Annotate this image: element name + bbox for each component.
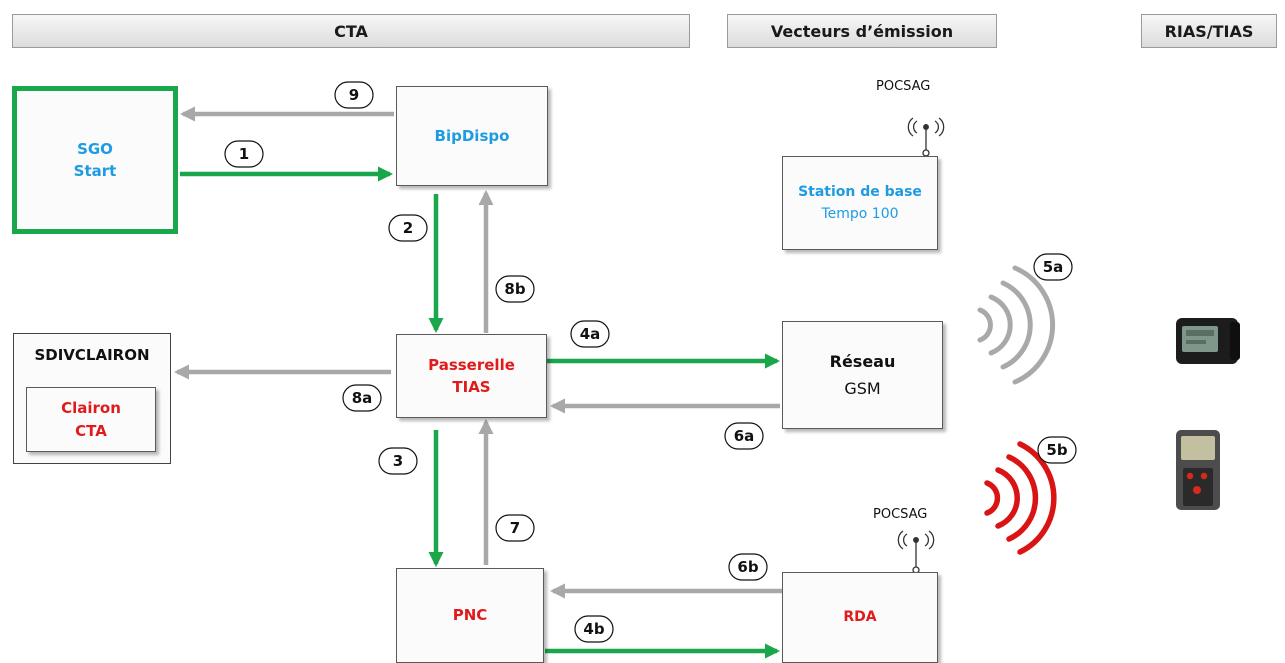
reseau-label: Réseau xyxy=(829,351,896,371)
step-5b-badge: 5b xyxy=(1038,437,1076,463)
header-vecteurs: Vecteurs d’émission xyxy=(727,14,997,48)
radio-waves-grey xyxy=(977,265,1056,385)
step-4a-label: 4a xyxy=(579,325,601,343)
station-de-base-box: Station de base Tempo 100 xyxy=(782,156,938,250)
step-7-label: 7 xyxy=(509,519,521,537)
antenna-icon-bottom xyxy=(897,530,935,574)
step-9-badge: 9 xyxy=(335,82,373,108)
step-3-badge: 3 xyxy=(379,448,417,474)
antenna-icon-top xyxy=(907,117,945,157)
step-2-label: 2 xyxy=(402,219,414,237)
header-cta: CTA xyxy=(12,14,690,48)
rda-label: RDA xyxy=(843,609,877,625)
bipdispo-box: BipDispo xyxy=(396,86,548,186)
station-label: Station de base xyxy=(798,183,922,200)
bipdispo-label: BipDispo xyxy=(434,126,510,145)
step-5a-badge: 5a xyxy=(1034,254,1072,280)
pocsag-label-top: POCSAG xyxy=(876,79,931,94)
start-label: Start xyxy=(73,162,117,180)
step-4b-label: 4b xyxy=(583,620,605,638)
step-6b-badge: 6b xyxy=(729,554,767,580)
step-8b-label: 8b xyxy=(504,280,526,298)
header-rias-tias-label: RIAS/TIAS xyxy=(1164,21,1254,41)
step-7-badge: 7 xyxy=(496,515,534,541)
step-3-label: 3 xyxy=(392,452,404,470)
passerelle-tias-box: Passerelle TIAS xyxy=(396,334,547,418)
tias-label: TIAS xyxy=(452,378,491,396)
step-1-badge: 1 xyxy=(225,141,263,167)
radio-waves-red xyxy=(984,441,1057,555)
step-4b-badge: 4b xyxy=(575,616,613,642)
header-cta-label: CTA xyxy=(334,21,368,41)
step-9-label: 9 xyxy=(348,86,360,104)
pnc-box: PNC xyxy=(396,568,544,663)
pager-device-red-icon xyxy=(1176,430,1220,510)
pager-device-dark-icon xyxy=(1176,318,1240,364)
sdivclairon-title: SDIVCLAIRON xyxy=(34,346,150,364)
step-8a-label: 8a xyxy=(351,389,373,407)
step-8b-badge: 8b xyxy=(496,276,534,302)
clairon-cta-box: Clairon CTA xyxy=(26,387,156,452)
tempo-label: Tempo 100 xyxy=(821,206,899,222)
rda-box: RDA xyxy=(782,572,938,663)
step-1-label: 1 xyxy=(238,145,250,163)
step-6a-label: 6a xyxy=(733,427,755,445)
clairon-label: Clairon xyxy=(61,399,121,417)
header-rias-tias: RIAS/TIAS xyxy=(1141,14,1277,48)
step-6a-badge: 6a xyxy=(725,423,763,449)
header-vecteurs-label: Vecteurs d’émission xyxy=(770,21,954,41)
passerelle-label: Passerelle xyxy=(428,355,515,374)
gsm-label: GSM xyxy=(844,379,881,398)
pocsag-label-bottom: POCSAG xyxy=(873,507,928,522)
sgo-label: SGO xyxy=(77,139,113,158)
pnc-label: PNC xyxy=(452,606,488,625)
step-5a-label: 5a xyxy=(1042,258,1064,276)
step-2-badge: 2 xyxy=(389,215,427,241)
sgo-start-box: SGO Start xyxy=(12,86,178,234)
step-8a-badge: 8a xyxy=(343,385,381,411)
cta-label: CTA xyxy=(75,421,107,440)
step-5b-label: 5b xyxy=(1046,441,1068,459)
step-6b-label: 6b xyxy=(737,558,759,576)
step-4a-badge: 4a xyxy=(571,321,609,347)
reseau-gsm-box: Réseau GSM xyxy=(782,321,943,429)
